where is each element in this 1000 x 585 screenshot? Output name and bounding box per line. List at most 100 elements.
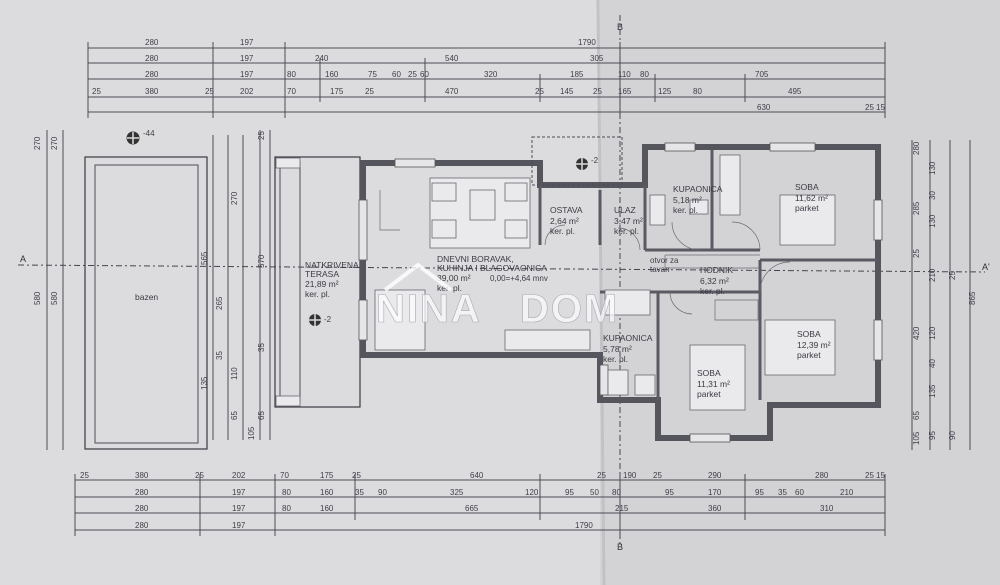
- dim-top-3-4: 160: [325, 70, 339, 79]
- elevation-terrace: -2: [324, 315, 332, 324]
- dim-top-1-2: 197: [240, 38, 254, 47]
- bedroom3-area: 12,39 m²: [797, 340, 831, 350]
- dim-top-2-1: 280: [145, 54, 159, 63]
- dim-right-7: 210: [928, 268, 937, 282]
- dim-top-4-5: 70: [287, 87, 296, 96]
- dim-bot-2-5: 35: [355, 488, 364, 497]
- watermark-roof-icon: [383, 262, 453, 292]
- dim-bot-2-11: 80: [612, 488, 621, 497]
- dim-top-4-7: 25: [365, 87, 374, 96]
- living-name-2: KUHINJA I BLAGOVAONICA: [437, 263, 547, 273]
- dim-top-3-8: 60: [420, 70, 429, 79]
- dim-bot-2-8: 120: [525, 488, 539, 497]
- dim-bot-3-3: 80: [282, 504, 291, 513]
- windows: [358, 142, 883, 443]
- dim-left-15: 270: [230, 191, 239, 205]
- dim-left-2: 270: [50, 136, 59, 150]
- doors: [544, 221, 791, 315]
- dim-right-8: 25: [948, 271, 957, 280]
- axis-a-left-label: A: [20, 254, 26, 264]
- dim-left-9: 105: [247, 426, 256, 440]
- dim-right-4: 130: [928, 214, 937, 228]
- dim-left-16: 35: [257, 343, 266, 352]
- dim-top-4-2: 380: [145, 87, 159, 96]
- dim-top-2-2: 197: [240, 54, 254, 63]
- dim-bot-3-2: 197: [232, 504, 246, 513]
- bedroom1-floor: parket: [795, 203, 819, 213]
- bottom-dimension-lines: 25 380 25 202 70 175 25 640 25 190 25 29…: [74, 471, 886, 536]
- dim-left-3: 565: [200, 251, 209, 265]
- elevation-pool: -44: [143, 129, 155, 138]
- dim-top-3-1: 280: [145, 70, 159, 79]
- storage-name: OSTAVA: [550, 205, 583, 215]
- dim-top-5-2: 25: [865, 103, 874, 112]
- dim-top-4-12: 165: [618, 87, 632, 96]
- dim-left-1: 270: [33, 136, 42, 150]
- terrace-name-1: NATKRIVENA: [305, 260, 359, 270]
- dim-bot-3-6: 215: [615, 504, 629, 513]
- dim-left-14: 570: [257, 254, 266, 268]
- hall-floor: ker. pl.: [700, 286, 725, 296]
- dim-right-17: 420: [912, 326, 921, 340]
- dim-top-5-3: 15: [876, 103, 885, 112]
- dim-bot-3-4: 160: [320, 504, 334, 513]
- dim-top-3-10: 185: [570, 70, 584, 79]
- dim-bot-2-7: 325: [450, 488, 464, 497]
- dim-bot-4-1: 280: [135, 521, 149, 530]
- dim-top-4-15: 495: [788, 87, 802, 96]
- entrance-name: ULAZ: [614, 205, 636, 215]
- section-axes: B B A A': [17, 15, 990, 552]
- bath2-floor: ker. pl.: [603, 354, 628, 364]
- dim-top-3-2: 197: [240, 70, 254, 79]
- dim-bot-2-15: 35: [778, 488, 787, 497]
- terrace-area: 21,89 m²: [305, 279, 339, 289]
- watermark-word-2: DOM: [520, 287, 619, 331]
- dim-top-3-11: 110: [618, 70, 631, 79]
- dim-top-4-4: 202: [240, 87, 254, 96]
- dim-bot-3-5: 665: [465, 504, 479, 513]
- storage-area: 2,64 m²: [550, 216, 579, 226]
- attic-opening-1: otvor za: [650, 256, 679, 265]
- dim-top-4-1: 25: [92, 87, 101, 96]
- dim-top-3-5: 75: [368, 70, 377, 79]
- dim-bot-2-13: 170: [708, 488, 722, 497]
- dim-bot-3-8: 310: [820, 504, 834, 513]
- dim-top-4-6: 175: [330, 87, 344, 96]
- dim-left-4: 265: [215, 296, 224, 310]
- dim-bot-2-14: 95: [755, 488, 764, 497]
- bedroom3-name: SOBA: [797, 329, 821, 339]
- dim-top-2-3: 240: [315, 54, 329, 63]
- dim-bot-1-7: 25: [352, 471, 361, 480]
- dim-top-4-8: 470: [445, 87, 459, 96]
- dim-top-3-3: 80: [287, 70, 296, 79]
- top-dimension-lines: 280 197 1790 280 197 240 540 305 280 197…: [87, 38, 886, 118]
- dim-top-5-1: 630: [757, 103, 771, 112]
- dim-right-14: 105: [912, 431, 921, 445]
- dim-bot-1-3: 25: [195, 471, 204, 480]
- dim-top-4-14: 80: [693, 87, 702, 96]
- dim-left-11: 25: [257, 131, 266, 140]
- left-dimension-lines: 270 270 565 265 35 110 135 65 105 65 25 …: [33, 130, 271, 450]
- dim-bot-1-8: 640: [470, 471, 484, 480]
- dim-top-3-12: 80: [640, 70, 649, 79]
- hall-name: HODNIK: [700, 265, 733, 275]
- dim-left-12: 580: [33, 291, 42, 305]
- dim-bot-1-9: 25: [597, 471, 606, 480]
- pool: bazen: [84, 156, 208, 450]
- dim-right-13: 95: [928, 431, 937, 440]
- dim-top-4-11: 25: [593, 87, 602, 96]
- dim-bot-2-12: 95: [665, 488, 674, 497]
- dim-right-3: 30: [928, 191, 937, 200]
- terrace-name-2: TERASA: [305, 269, 339, 279]
- dim-top-3-6: 60: [392, 70, 401, 79]
- dim-top-1-3: 1790: [578, 38, 596, 47]
- bath2-name: KUPAONICA: [603, 333, 653, 343]
- bedroom2-area: 11,31 m²: [697, 379, 730, 389]
- dim-bot-2-10: 50: [590, 488, 599, 497]
- bedroom1-area: 11,62 m²: [795, 193, 828, 203]
- dim-bot-1-6: 175: [320, 471, 334, 480]
- terrace-floor: ker. pl.: [305, 289, 330, 299]
- elevation-entry: -2: [591, 156, 599, 165]
- bath1-name: KUPAONICA: [673, 184, 723, 194]
